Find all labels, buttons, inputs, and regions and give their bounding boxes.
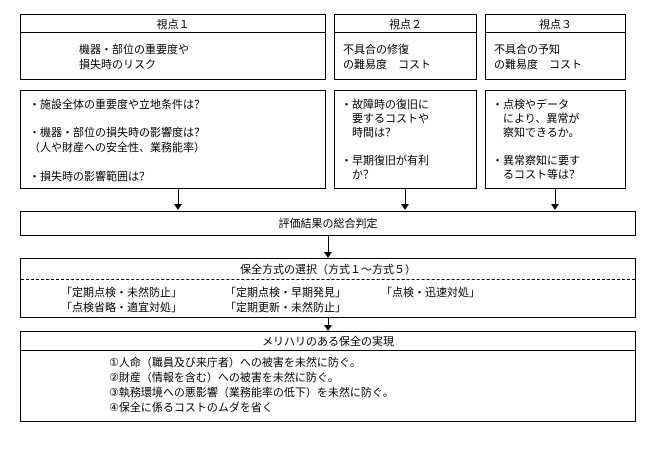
- viewpoint-2-divider: [335, 32, 476, 33]
- viewpoint-3-question-line: 察知できるか。: [492, 126, 580, 139]
- method-label: 「定期更新・未然防止」: [225, 301, 346, 314]
- viewpoint-1-title: 視点１: [156, 18, 190, 31]
- viewpoint-2-subtitle-line-1: 不具合の修復: [343, 43, 409, 56]
- realization-item: ①人命（職員及び来庁者）への被害を未然に防ぐ。: [109, 356, 361, 369]
- realization-item: ②財産（情報を含む）への被害を未然に防ぐ。: [109, 371, 339, 384]
- realization-item: ③執務環境への悪影響（業務能率の低下）を未然に防ぐ。: [109, 386, 394, 399]
- selection-divider: [21, 279, 635, 280]
- arrow-line: [555, 189, 556, 205]
- viewpoint-3-subtitle-line-1: 不具合の予知: [494, 43, 560, 56]
- arrow-line: [178, 189, 179, 205]
- viewpoint-3-question-line: により、異常が: [492, 112, 580, 125]
- arrow-down-icon: [401, 204, 409, 210]
- arrow-down-icon: [324, 252, 332, 258]
- arrow-line: [328, 318, 329, 326]
- method-label: 「定期点検・早期発見」: [225, 286, 346, 299]
- viewpoint-1-question-line: ・損失時の影響範囲は？: [29, 170, 150, 183]
- viewpoint-2-question-line: 時間は？: [341, 126, 396, 139]
- viewpoint-2-questions-box: ・故障時の復旧に 要するコストや 時間は？ ・早期復旧が有利 か？: [334, 90, 477, 189]
- viewpoint-2-question-line: ・故障時の復旧に: [341, 98, 429, 111]
- viewpoint-1-question-line: ・施設全体の重要度や立地条件は？: [29, 98, 205, 111]
- realization-divider: [21, 350, 635, 351]
- evaluation-label: 評価結果の総合判定: [278, 217, 378, 230]
- realization-box: メリハリのある保全の実現 ①人命（職員及び来庁者）への被害を未然に防ぐ。 ②財産…: [20, 331, 636, 422]
- viewpoint-3-question-line: ・点検やデータ: [492, 98, 569, 111]
- viewpoint-3-header-box: 視点３ 不具合の予知 の難易度 コスト: [485, 14, 626, 80]
- selection-title: 保全方式の選択（方式１～方式５）: [240, 263, 416, 276]
- viewpoint-3-question-line: ・異常察知に要す: [492, 154, 580, 167]
- arrow-down-icon: [324, 325, 332, 331]
- method-label: 「定期点検・未然防止」: [61, 286, 182, 299]
- viewpoint-1-question-line: ・機器・部位の損失時の影響度は？: [29, 126, 205, 139]
- realization-item: ④保全に係るコストのムダを省く: [109, 401, 273, 414]
- realization-title: メリハリのある保全の実現: [262, 335, 394, 348]
- arrow-line: [328, 236, 329, 253]
- viewpoint-3-questions-box: ・点検やデータ により、異常が 察知できるか。 ・異常察知に要す るコスト等は？: [485, 90, 626, 189]
- method-label: 「点検・迅速対処」: [381, 286, 480, 299]
- viewpoint-3-question-line: るコスト等は？: [492, 168, 580, 181]
- viewpoint-2-question-line: か？: [341, 168, 374, 181]
- viewpoint-3-divider: [486, 32, 625, 33]
- method-label: 「点検省略・適宜対処」: [61, 301, 182, 314]
- viewpoint-1-questions-box: ・施設全体の重要度や立地条件は？ ・機器・部位の損失時の影響度は？ （人や財産へ…: [20, 90, 326, 189]
- evaluation-box: 評価結果の総合判定: [20, 211, 636, 236]
- viewpoint-3-title: 視点３: [539, 18, 572, 31]
- arrow-down-icon: [174, 204, 182, 210]
- viewpoint-2-header-box: 視点２ 不具合の修復 の難易度 コスト: [334, 14, 477, 80]
- viewpoint-2-question-line: 要するコストや: [341, 112, 429, 125]
- viewpoint-1-subtitle-line-1: 機器・部位の重要度や: [79, 43, 189, 56]
- viewpoint-1-subtitle-line-2: 損失時のリスク: [79, 58, 156, 71]
- arrow-down-icon: [551, 204, 559, 210]
- viewpoint-1-divider: [21, 32, 325, 33]
- viewpoint-3-subtitle-line-2: の難易度 コスト: [494, 58, 582, 71]
- viewpoint-1-question-line: （人や財産への安全性、業務能率）: [29, 141, 205, 154]
- viewpoint-2-title: 視点２: [389, 18, 422, 31]
- maintenance-selection-box: 保全方式の選択（方式１～方式５） 「定期点検・未然防止」 「定期点検・早期発見」…: [20, 258, 636, 318]
- viewpoint-2-question-line: ・早期復旧が有利: [341, 154, 429, 167]
- arrow-line: [405, 189, 406, 205]
- viewpoint-1-header-box: 視点１ 機器・部位の重要度や 損失時のリスク: [20, 14, 326, 80]
- viewpoint-2-subtitle-line-2: の難易度 コスト: [343, 58, 431, 71]
